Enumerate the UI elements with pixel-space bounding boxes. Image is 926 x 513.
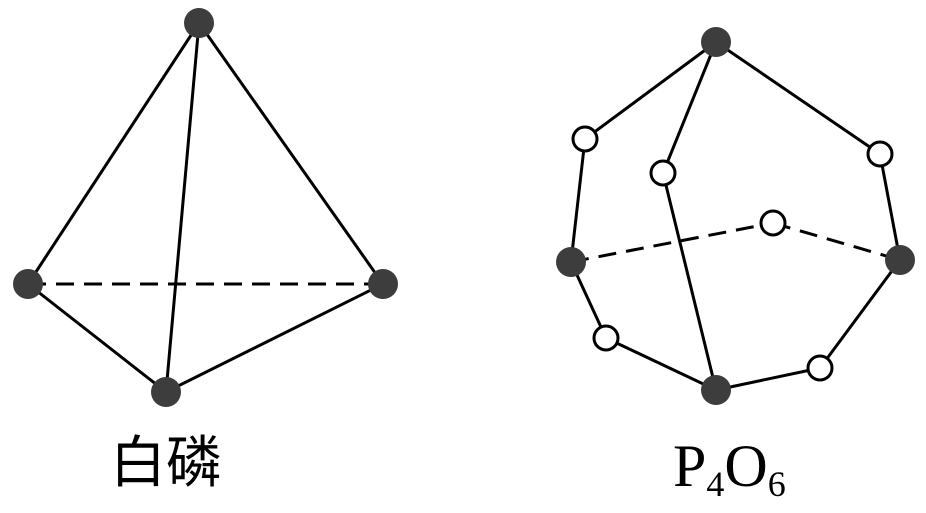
dashed-bond — [772, 221, 901, 262]
phosphorus-atom — [368, 269, 398, 299]
bond — [165, 282, 384, 394]
oxygen-atom — [866, 140, 894, 168]
bond — [26, 22, 201, 285]
bond — [715, 40, 881, 156]
oxygen-atom — [806, 354, 834, 382]
dashed-bond — [570, 221, 774, 264]
phosphorus-atom — [556, 247, 586, 277]
oxygen-atom — [649, 159, 677, 187]
phosphorus-atom — [184, 8, 214, 38]
phosphorus-atom — [701, 375, 731, 405]
phosphorus-atom — [885, 245, 915, 275]
p4o6-label: P4O6 — [673, 433, 786, 504]
bond — [661, 41, 718, 174]
phosphorus-atom — [13, 269, 43, 299]
bond — [197, 22, 385, 285]
bond — [878, 153, 902, 261]
bond — [661, 172, 718, 391]
bond — [27, 282, 167, 394]
bond — [818, 259, 902, 369]
white-phosphorus-label: 白磷 — [110, 431, 222, 496]
bond — [584, 40, 717, 141]
oxygen-atom — [759, 209, 787, 237]
bond — [164, 22, 201, 393]
bond — [569, 138, 587, 263]
oxygen-atom — [592, 324, 620, 352]
phosphorus-atom — [701, 27, 731, 57]
oxygen-atom — [571, 125, 599, 153]
bond — [715, 366, 821, 392]
phosphorus-atom — [151, 377, 181, 407]
bond — [605, 336, 717, 392]
